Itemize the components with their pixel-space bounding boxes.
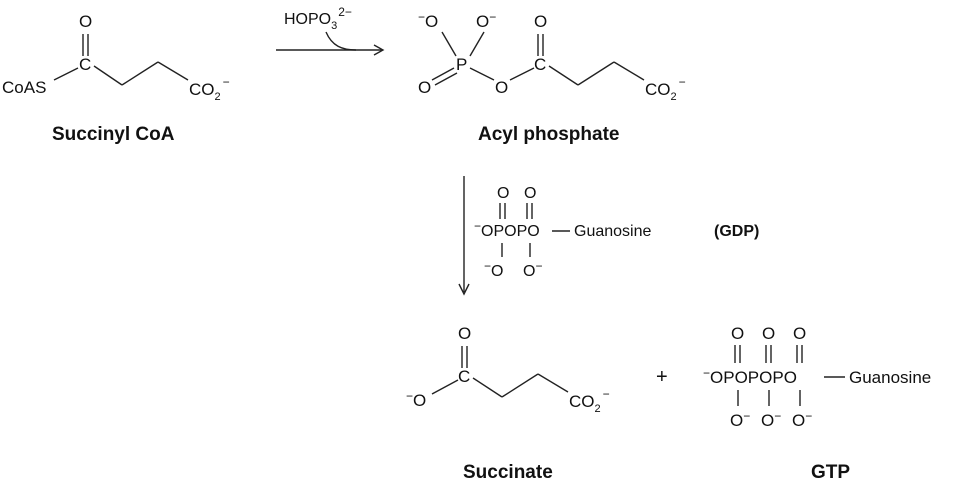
bond [441, 31, 457, 57]
arrow-head [373, 44, 385, 56]
acyl-phosphate-label: Acyl phosphate [478, 124, 619, 145]
succinate-structure: O C −O CO2− Succinate [406, 324, 610, 483]
gdp-arrow [458, 176, 470, 296]
arrow-head [458, 283, 470, 296]
gdp-oxygen-bottom-2: O− [523, 259, 542, 280]
carboxyl-carbon: C [458, 367, 470, 386]
gdp-oxygen-bottom-1: −O [484, 259, 503, 280]
gtp-chain: −OPOPOPO [703, 366, 797, 387]
bond [548, 65, 579, 86]
acyl-phosphate-structure: −O O− P O O C O CO2− Acyl phosphate [418, 10, 686, 145]
double-bond-b [434, 72, 458, 86]
bond [501, 373, 539, 398]
bond [157, 61, 189, 81]
carboxylate: CO2− [189, 75, 230, 103]
gdp-guanosine: Guanosine [574, 223, 651, 240]
succinyl-coa-structure: CoAS C O CO2− Succinyl CoA [2, 12, 230, 145]
gtp-oxygen-top-1: O [731, 324, 744, 343]
gtp-oxygen-top-2: O [762, 324, 775, 343]
gtp-oxygen-bottom-1: O− [730, 409, 750, 430]
bridging-oxygen: O [495, 78, 508, 97]
phosphorus-atom: P [456, 55, 467, 74]
carbonyl-carbon: C [79, 55, 91, 74]
bond [577, 61, 615, 86]
gtp-oxygen-top-3: O [793, 324, 806, 343]
bond [613, 61, 645, 81]
carboxylate: CO2− [645, 75, 686, 103]
bond [469, 67, 495, 81]
gtp-oxygen-bottom-3: O− [792, 409, 812, 430]
succinate-label: Succinate [463, 462, 553, 483]
bond [93, 65, 123, 86]
coas-group: CoAS [2, 78, 46, 97]
plus-sign: + [656, 366, 668, 388]
carboxylate: CO2− [569, 387, 610, 415]
phosphate-reagent: HOPO32− [284, 5, 352, 32]
gtp-structure: O O O −OPOPOPO Guanosine O− O− O− GTP [703, 324, 931, 483]
bond [509, 67, 535, 81]
bond [53, 67, 79, 81]
succinyl-coa-label: Succinyl CoA [52, 124, 175, 145]
double-bond-a [431, 67, 455, 81]
phosphoryl-oxygen: O [418, 78, 431, 97]
acyl-carbon: C [534, 55, 546, 74]
bond [472, 377, 503, 398]
acyl-oxygen: O [534, 12, 547, 31]
bond [431, 379, 459, 395]
gdp-oxygen-top-1: O [497, 185, 509, 202]
gtp-guanosine: Guanosine [849, 368, 931, 387]
bond [469, 31, 485, 57]
gdp-chain: −OPOPO [474, 219, 540, 240]
carbonyl-oxygen: O [79, 12, 92, 31]
gdp-oxygen-top-2: O [524, 185, 536, 202]
bond [537, 373, 569, 393]
bond [121, 61, 159, 86]
reagent-curve [325, 31, 357, 51]
gdp-structure: O O −OPOPO Guanosine −O O− (GDP) [474, 185, 759, 280]
phosphate-oxygen-1: −O [418, 10, 438, 31]
anionic-oxygen: −O [406, 389, 426, 410]
gtp-oxygen-bottom-2: O− [761, 409, 781, 430]
phosphorylation-arrow: HOPO32− [276, 5, 385, 56]
phosphate-oxygen-2: O− [476, 10, 496, 31]
gdp-label: (GDP) [714, 223, 759, 240]
carboxyl-oxygen: O [458, 324, 471, 343]
gtp-label: GTP [811, 462, 850, 483]
